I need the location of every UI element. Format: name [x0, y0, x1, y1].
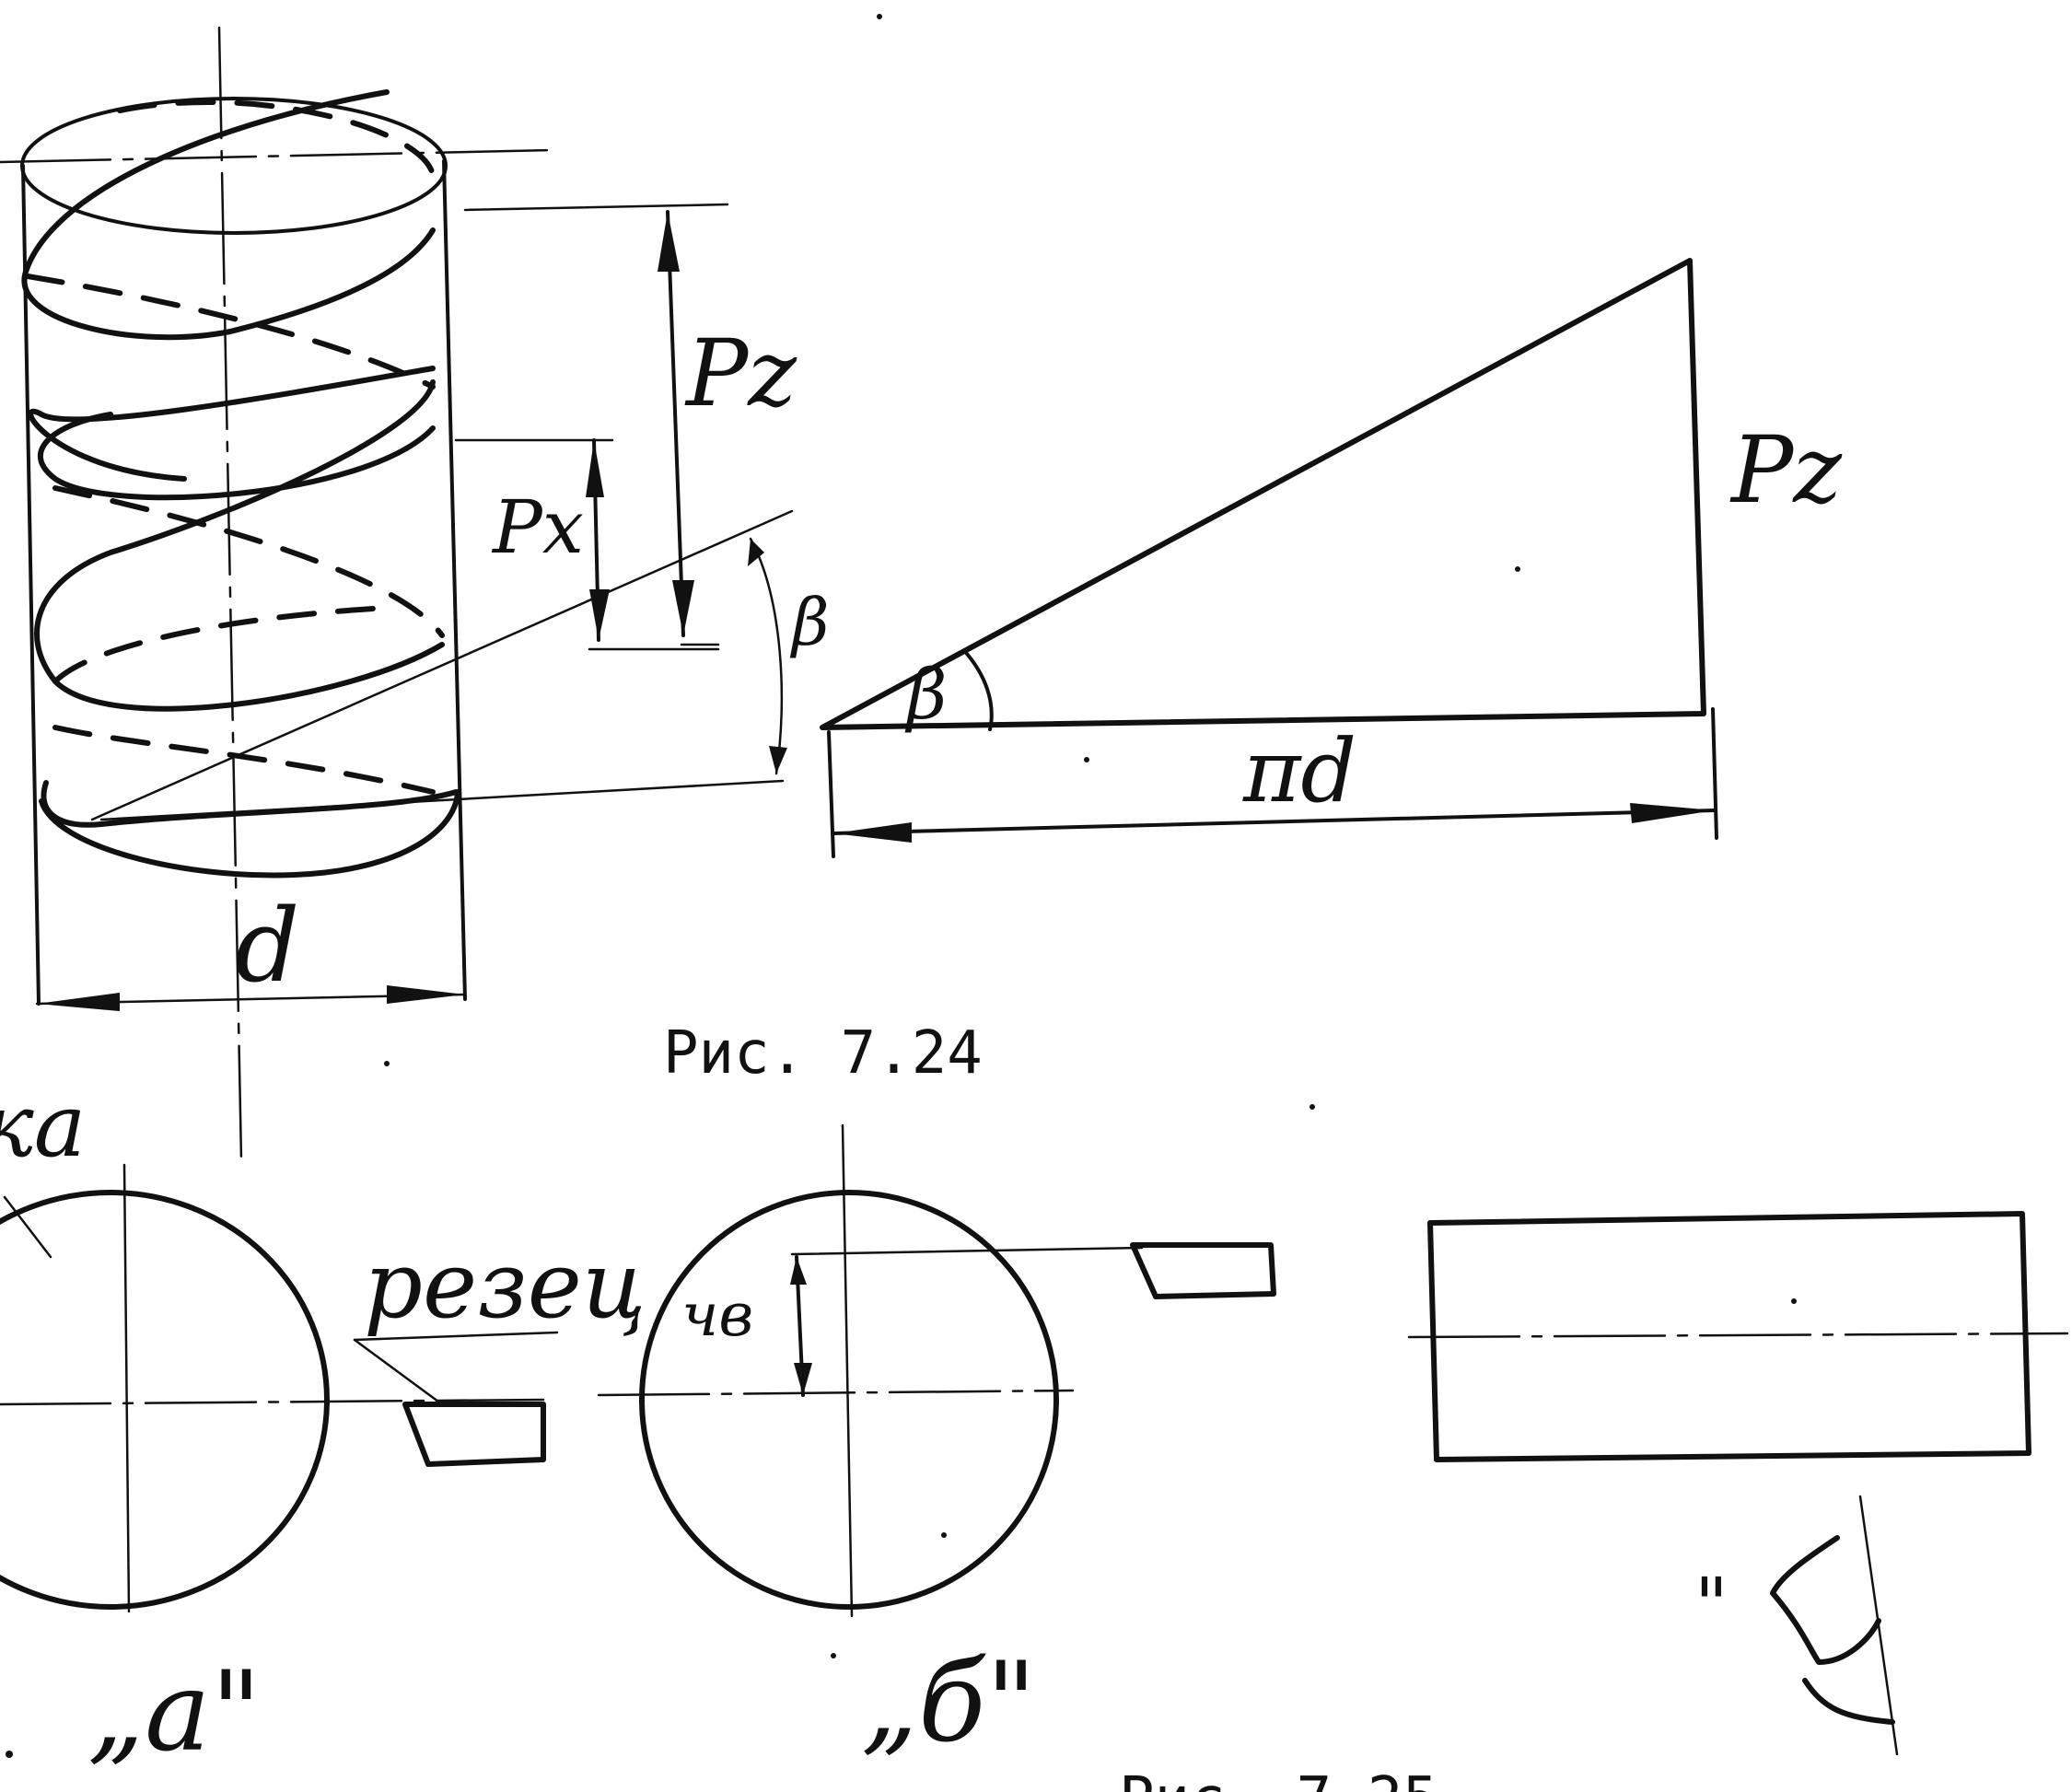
helix-tangent-line — [90, 509, 794, 821]
variant-c-label: " — [1694, 1562, 1729, 1647]
cylinder-left-side — [21, 164, 41, 1006]
height-label: чв — [681, 1281, 753, 1350]
vertical-axis-b — [841, 1123, 854, 1618]
horizontal-axis-a — [0, 1398, 545, 1406]
pitch-triangle — [820, 258, 1706, 730]
angle-beta-arc — [749, 537, 784, 775]
d-arrow-left — [37, 993, 120, 1011]
pitch-pz-label: Pz — [684, 320, 797, 427]
px-arrow-bottom — [589, 589, 610, 640]
pz-arrow-bottom — [672, 580, 694, 635]
pid-extension-right — [1711, 707, 1718, 840]
variant-a: ка резец „а" — [0, 1076, 646, 1776]
workpiece-circle-b — [639, 1190, 1059, 1610]
pz-arrow-top — [658, 212, 680, 272]
angle-beta-label: β — [789, 585, 829, 660]
triangle-beta-label: β — [904, 654, 947, 735]
variant-a-label: „а" — [87, 1648, 262, 1776]
workpiece-leader — [3, 1195, 52, 1259]
workpiece-circle-a — [0, 1190, 330, 1610]
cylinder-right-side — [442, 159, 467, 1001]
unrolled-triangle: β πd Pz — [820, 258, 1843, 858]
angle-beta-arrow-top — [748, 539, 764, 566]
pitch-px-label: Px — [491, 484, 584, 570]
variant-c: " — [1407, 1211, 2069, 1756]
cylinder-top-ellipse — [20, 97, 448, 235]
pz-extension-top — [463, 203, 729, 212]
variant-b: чв „б" — [597, 1123, 1276, 1767]
cutter-tool-a — [402, 1402, 546, 1467]
cutter-leader-top — [353, 1331, 559, 1342]
scan-specks — [6, 14, 1797, 1758]
d-arrow-right — [387, 985, 465, 1004]
angle-beta-arrow-bottom — [769, 746, 787, 774]
helix-mid — [38, 412, 436, 501]
horizontal-axis-c — [1407, 1332, 2069, 1339]
helix-front — [21, 89, 460, 879]
helix-cylinder: β Pz Px d — [0, 26, 829, 1162]
cylinder-axis — [217, 26, 243, 1162]
cutter-leader-diag — [353, 1338, 444, 1406]
px-arrow-top — [586, 440, 604, 497]
pid-dimension-line — [832, 809, 1717, 835]
diameter-label: d — [235, 887, 299, 1005]
pid-arrow-right — [1630, 803, 1715, 823]
horizontal-axis-b — [597, 1389, 1075, 1397]
figure-725-caption: Рис. 7.25 — [1119, 1765, 1438, 1792]
top-axis-line — [0, 148, 554, 164]
height-arrow-top — [790, 1257, 807, 1285]
cutter-height-line — [790, 1246, 1144, 1256]
height-arrow-bottom — [794, 1363, 812, 1395]
pz-dimension-line — [666, 210, 685, 637]
vertical-axis-a — [122, 1163, 131, 1613]
workpiece-fragment-label: ка — [0, 1076, 86, 1177]
circumference-label: πd — [1242, 721, 1356, 822]
cutter-label: резец — [364, 1231, 646, 1339]
pid-arrow-left — [833, 822, 912, 843]
figure-724-caption: Рис. 7.24 — [663, 1019, 983, 1088]
variant-b-label: „б" — [861, 1639, 1037, 1767]
pid-extension-left — [827, 730, 835, 858]
workpiece-rectangle — [1427, 1211, 2031, 1462]
triangle-pz-label: Pz — [1729, 416, 1843, 524]
triangle-beta-arc — [965, 652, 994, 731]
cutter-tool-c — [1770, 1535, 1895, 1725]
helix-back — [25, 99, 445, 795]
cutter-tool-b — [1130, 1242, 1276, 1299]
helix-base-line — [99, 779, 785, 821]
